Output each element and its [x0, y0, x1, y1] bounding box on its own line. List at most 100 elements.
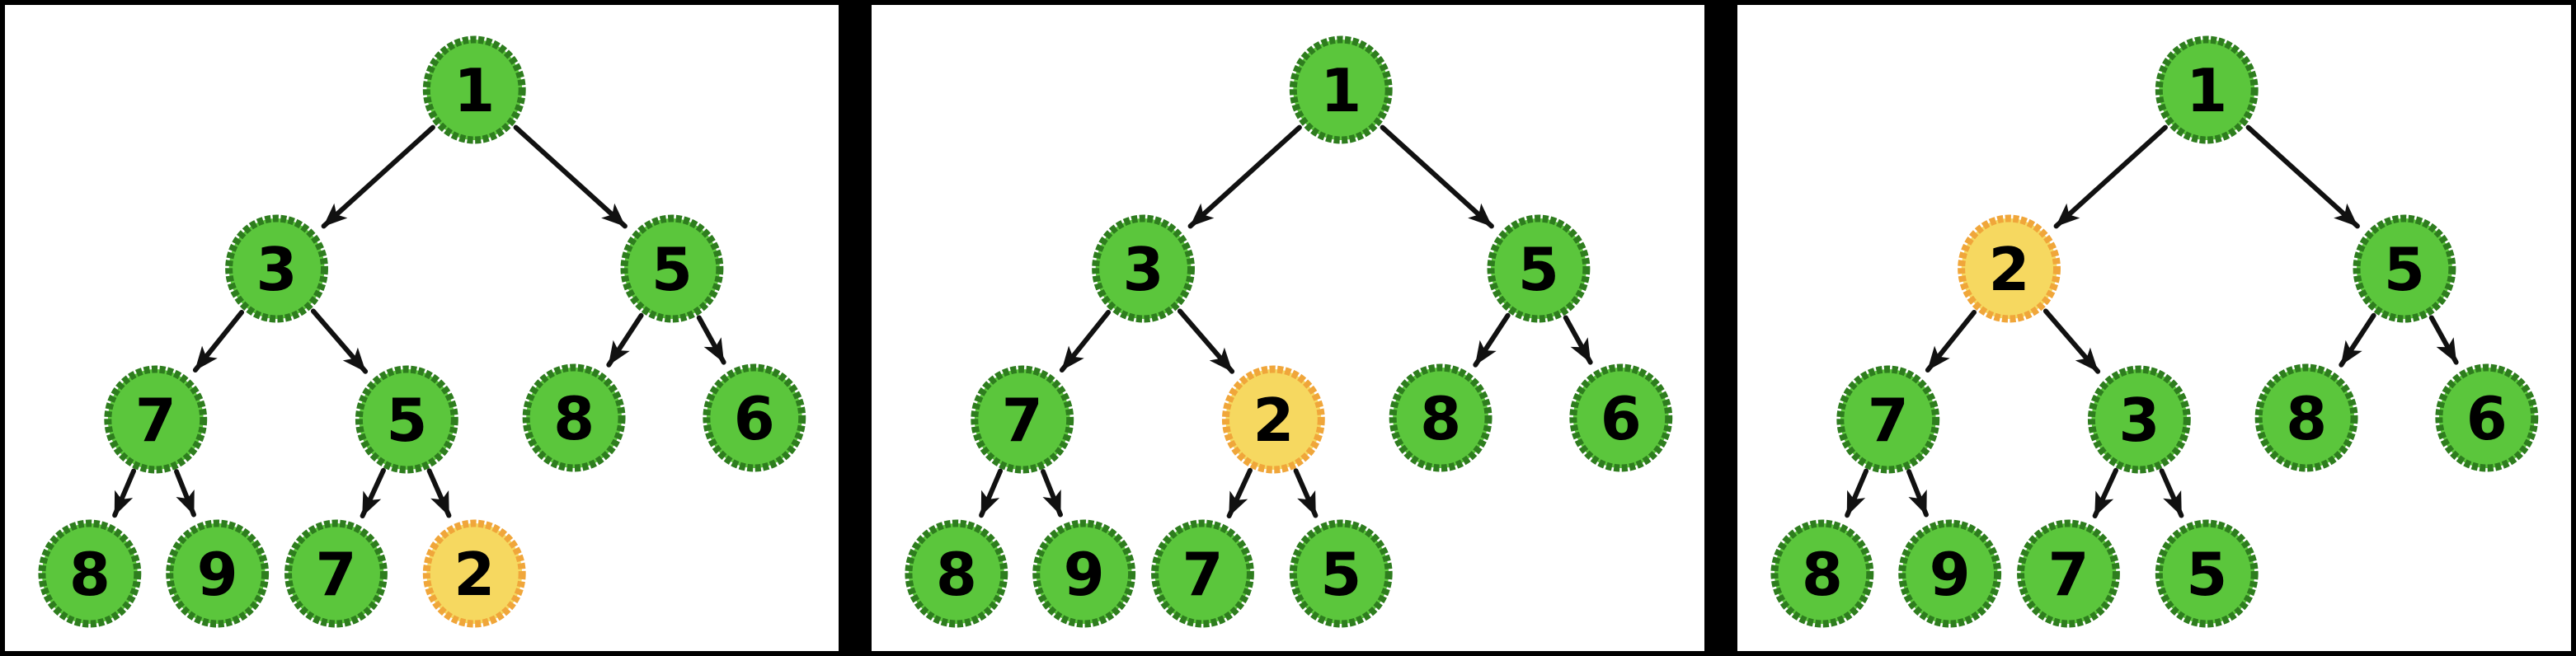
node-circle	[422, 35, 526, 144]
parent-child-arrow	[1040, 469, 1063, 518]
tree-node: 6	[2435, 363, 2539, 472]
node-circle	[2155, 35, 2259, 144]
tree-node: 5	[1487, 214, 1591, 323]
node-value-label: 1	[2187, 56, 2228, 125]
tree-node: 5	[2155, 519, 2259, 628]
node-value-label: 9	[197, 540, 238, 609]
node-value-label: 6	[734, 384, 775, 453]
tree-node: 6	[1569, 363, 1672, 472]
node-value-label: 5	[386, 386, 427, 455]
tree-node: 3	[1091, 214, 1195, 323]
node-circle	[1487, 214, 1591, 323]
node-value-label: 8	[69, 540, 110, 609]
node-circle	[2435, 363, 2539, 472]
tree-node: 7	[104, 365, 208, 474]
tree-node: 5	[355, 365, 458, 474]
node-circle	[1836, 365, 1940, 474]
node-circle	[1289, 35, 1393, 144]
parent-child-arrow	[310, 308, 369, 374]
node-circle	[355, 365, 458, 474]
tree-node: 5	[2353, 214, 2456, 323]
tree-node: 7	[284, 519, 388, 628]
node-circle	[703, 363, 806, 472]
node-circle	[905, 519, 1008, 628]
node-value-label: 7	[2048, 540, 2089, 609]
parent-child-arrow	[1293, 468, 1319, 518]
tree-node: 8	[38, 519, 142, 628]
node-value-label: 7	[315, 540, 356, 609]
tree-node: 7	[1150, 519, 1254, 628]
tree-node: 7	[971, 365, 1074, 474]
parent-child-arrow	[192, 310, 245, 373]
tree-node: 1	[422, 35, 526, 144]
node-value-label: 6	[2466, 384, 2508, 453]
parent-child-arrow	[696, 315, 726, 365]
tree-node-highlighted: 2	[422, 519, 526, 628]
tree-node: 8	[905, 519, 1008, 628]
tree-node: 7	[1836, 365, 1940, 474]
tree-node: 5	[1289, 519, 1393, 628]
tree-node: 8	[2255, 363, 2358, 472]
node-value-label: 5	[1320, 540, 1361, 609]
node-circle	[971, 365, 1074, 474]
parent-child-arrow	[2339, 312, 2376, 368]
tree-node: 9	[1032, 519, 1135, 628]
parent-child-arrow	[2092, 467, 2119, 518]
node-circle	[1898, 519, 2002, 628]
parent-child-arrow	[1925, 310, 1977, 373]
node-circle	[38, 519, 142, 628]
node-value-label: 8	[936, 540, 977, 609]
parent-child-arrow	[1380, 124, 1494, 229]
parent-child-arrow	[1187, 124, 1302, 229]
node-circle	[2155, 519, 2259, 628]
node-circle	[422, 519, 526, 628]
node-value-label: 6	[1600, 384, 1641, 453]
node-value-label: 2	[454, 540, 495, 609]
node-value-label: 9	[1930, 540, 1971, 609]
node-value-label: 3	[1122, 235, 1163, 304]
tree-node: 1	[1289, 35, 1393, 144]
parent-child-arrow	[1845, 468, 1869, 518]
parent-child-arrow	[2043, 308, 2101, 374]
tree-node: 9	[166, 519, 270, 628]
parent-child-arrow	[2053, 124, 2169, 229]
parent-child-arrow	[2159, 468, 2184, 518]
parent-child-arrow	[2429, 315, 2459, 365]
tree-node: 6	[703, 363, 806, 472]
node-value-label: 7	[135, 386, 176, 455]
tree-node-highlighted: 2	[1221, 365, 1325, 474]
tree-node: 8	[1389, 363, 1492, 472]
tree-node: 9	[1898, 519, 2002, 628]
node-value-label: 2	[1989, 235, 2030, 304]
node-circle	[1770, 519, 1874, 628]
node-circle	[2255, 363, 2358, 472]
node-value-label: 8	[2286, 384, 2327, 453]
node-circle	[620, 214, 724, 323]
node-value-label: 8	[553, 384, 595, 453]
node-circle	[522, 363, 626, 472]
tree-node: 3	[225, 214, 328, 323]
parent-child-arrow	[1059, 310, 1111, 373]
parent-child-arrow	[174, 469, 196, 518]
node-value-label: 1	[454, 56, 495, 125]
node-circle	[1150, 519, 1254, 628]
node-circle	[225, 214, 328, 323]
node-circle	[1032, 519, 1135, 628]
node-value-label: 3	[256, 235, 298, 304]
parent-child-arrow	[2245, 124, 2361, 229]
node-circle	[1091, 214, 1195, 323]
node-circle	[166, 519, 270, 628]
tree-node: 1	[2155, 35, 2259, 144]
parent-child-arrow	[1226, 467, 1253, 518]
parent-child-arrow	[1563, 315, 1593, 365]
tree-node: 7	[2017, 519, 2121, 628]
parent-child-arrow	[1177, 308, 1234, 374]
node-circle	[1569, 363, 1672, 472]
node-value-label: 3	[2119, 386, 2160, 455]
